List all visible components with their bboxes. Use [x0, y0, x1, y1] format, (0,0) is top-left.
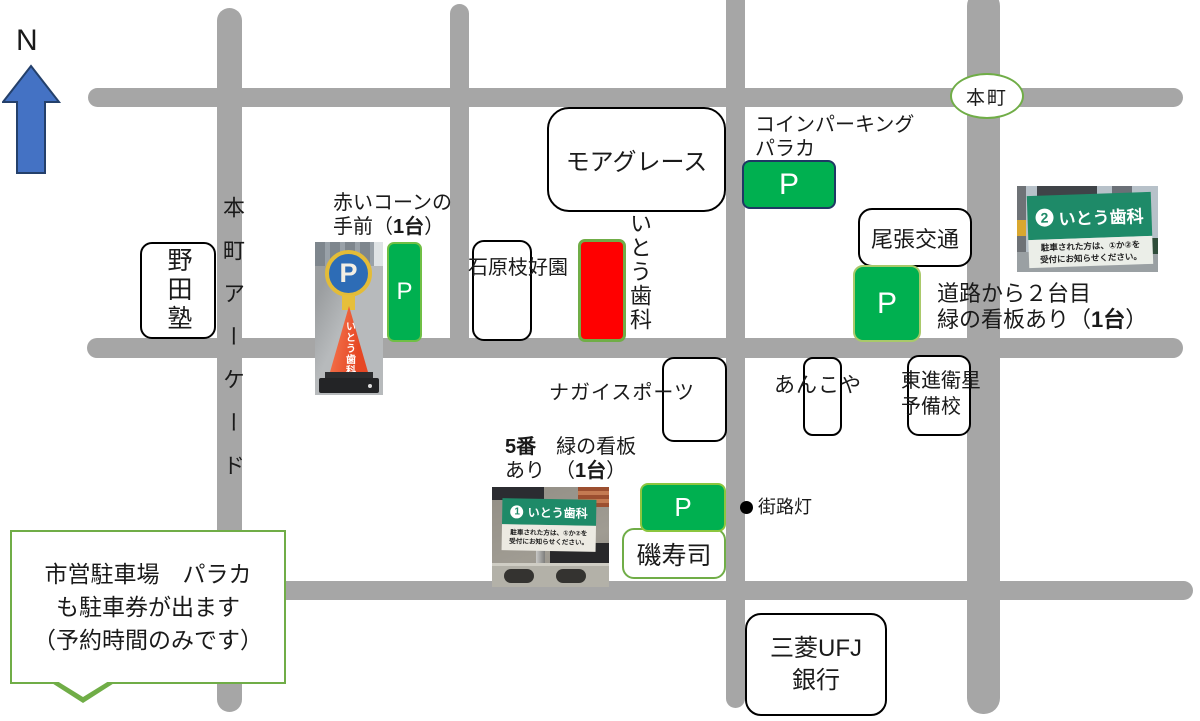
- annotation-second-count: 1台: [1091, 306, 1126, 332]
- parking-marker-coin-icon: P: [742, 160, 836, 209]
- photo2-clinic-name: いとう歯科: [1058, 206, 1144, 229]
- photo2-sign-notice: 駐車された方は、①か②を受付にお知らせください。: [1028, 235, 1154, 269]
- annotation-red-cone: 赤いコーンの 手前（1台）: [333, 192, 452, 239]
- photo2-notice-line1: 駐車された方は、①か②を: [1040, 239, 1141, 253]
- building-ishihara-box: [472, 240, 532, 341]
- building-moa-grace: モアグレース: [547, 107, 726, 212]
- annotation-coin-parking: コインパーキング パラカ: [755, 114, 914, 161]
- building-ankoya-label: あんこや: [774, 374, 862, 397]
- road-vertical-third: [726, 0, 745, 708]
- road-vertical-honmachi: [967, 0, 1000, 714]
- annotation-number5-sign: 5番 緑の看板 あり （1台）: [505, 436, 636, 483]
- annotation-five-line2: あり （: [505, 459, 575, 482]
- building-noda-juku: 野田塾: [140, 242, 216, 339]
- photo1-notice-line1: 駐車された方は、①か②を: [510, 529, 588, 538]
- annotation-second-line1: 道路から２台目: [937, 281, 1092, 306]
- building-toshin-label: 東進衛星予備校: [901, 368, 981, 420]
- photo1-block-hole: [504, 569, 534, 583]
- red-cone-icon: いとう歯科: [327, 306, 371, 380]
- streetlight-label: 街路灯: [758, 497, 812, 517]
- bubble-line2: も駐車券が出ます: [56, 593, 240, 620]
- photo1-block-hole: [556, 569, 586, 583]
- building-ankoya-box: [803, 357, 842, 436]
- cone-pole: [342, 295, 355, 310]
- clinic-label: いとう歯科: [627, 212, 652, 332]
- annotation-five-number: 5番: [505, 436, 537, 458]
- building-mufg-bank: 三菱UFJ 銀行: [745, 613, 887, 716]
- mufg-lines: 三菱UFJ 銀行: [770, 633, 862, 697]
- building-nagai-sports-label: ナガイスポーツ: [549, 382, 695, 404]
- bubble-tail-fill: [49, 676, 117, 697]
- road-name-badge: 本町: [950, 73, 1024, 119]
- annotation-second-suffix: ）: [1125, 306, 1148, 332]
- annotation-red-cone-line2: 手前（: [333, 215, 393, 238]
- bubble-line3: （予約時間のみです）: [33, 626, 263, 653]
- parking-marker-cone-icon: P: [387, 242, 422, 342]
- parking-sign-circle-icon: P: [325, 250, 372, 297]
- photo2-yellow-object: [1017, 220, 1026, 236]
- photo2-building-far: [1112, 186, 1132, 196]
- annotation-second-from-road: 道路から２台目 緑の看板あり（1台）: [937, 281, 1147, 333]
- annotation-five-line1: 緑の看板: [536, 436, 637, 458]
- photo1-notice-line2: 受付にお知らせください。: [509, 538, 589, 547]
- photo1-window: [492, 487, 544, 500]
- annotation-red-cone-suffix: ）: [424, 215, 445, 238]
- streetlight-dot-icon: [740, 501, 753, 514]
- mufg-line1: 三菱UFJ: [770, 634, 862, 662]
- photo1-sign-notice: 駐車された方は、①か②を受付にお知らせください。: [501, 524, 596, 552]
- annotation-second-line2: 緑の看板あり（: [937, 306, 1092, 332]
- annotation-coin-line2: パラカ: [755, 137, 815, 160]
- photo-wall-light: [374, 242, 383, 266]
- annotation-red-cone-count: 1台: [393, 215, 425, 238]
- photo1-clinic-name: いとう歯科: [527, 505, 588, 521]
- red-cone-photo: P いとう歯科: [315, 242, 383, 395]
- toshin-line1: 東進衛星: [901, 370, 981, 392]
- clinic-building-marker: [578, 239, 626, 342]
- north-label: N: [16, 24, 38, 57]
- annotation-coin-line1: コインパーキング: [755, 114, 915, 136]
- north-arrow-icon: [2, 64, 62, 174]
- arcade-road-label: 本町アーケード: [220, 196, 245, 497]
- parking-marker-south-icon: P: [640, 483, 726, 532]
- annotation-five-suffix: ）: [606, 459, 627, 482]
- building-nagai-sports-box: [662, 357, 727, 442]
- circled-1-icon: 1: [510, 504, 524, 519]
- annotation-red-cone-line1: 赤いコーンの: [333, 192, 452, 214]
- building-iso-sushi: 磯寿司: [622, 528, 726, 579]
- cone-base-dot: [368, 384, 372, 388]
- photo2-notice-line2: 受付にお知らせください。: [1039, 251, 1143, 265]
- annotation-five-count: 1台: [575, 459, 607, 482]
- building-ishihara-label: 石原枝好園: [468, 257, 568, 279]
- road-horizontal-top: [88, 88, 1183, 107]
- cone-base: [319, 378, 379, 393]
- circled-2-icon: 2: [1035, 208, 1054, 227]
- bubble-line1: 市営駐車場 パラカ: [44, 560, 252, 587]
- road-vertical-second: [450, 4, 469, 357]
- cone-base-upper: [325, 372, 373, 380]
- mufg-line2: 銀行: [792, 666, 840, 694]
- building-toshin-box: [907, 355, 971, 436]
- cone-clinic-label: いとう歯科: [343, 320, 355, 376]
- toshin-line2: 予備校: [901, 396, 961, 418]
- photo1-sign-pole: [536, 549, 545, 573]
- building-owari-kotsu: 尾張交通: [858, 208, 972, 267]
- municipal-parking-callout: 市営駐車場 パラカ も駐車券が出ます （予約時間のみです）: [10, 530, 286, 684]
- parking-marker-owari-icon: P: [853, 265, 921, 342]
